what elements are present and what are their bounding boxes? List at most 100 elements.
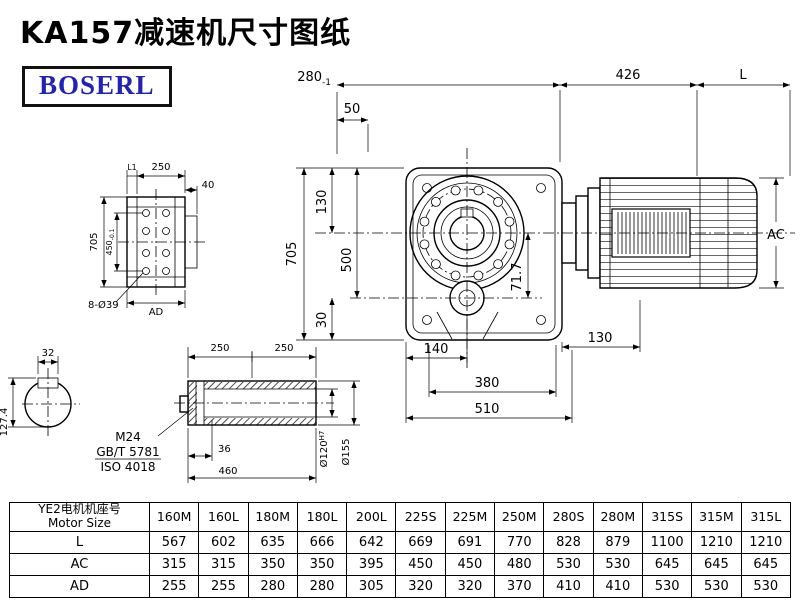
dimension-value-cell: 320 [395, 574, 446, 598]
dimension-value-cell: 530 [641, 574, 693, 598]
dim-shaft-250a: 250 [210, 343, 229, 354]
dimension-value-cell: 645 [740, 552, 792, 576]
dimension-value-cell: 645 [641, 552, 693, 576]
dim-705: 705 [285, 242, 300, 267]
dim-460: 460 [218, 466, 237, 477]
frame-size-cell: 180M [247, 502, 298, 532]
thread-callout: M24 [115, 430, 141, 444]
frame-size-cell: 200L [346, 502, 397, 532]
dim-AD: AD [149, 307, 164, 318]
boserl-logo: BOSERL [22, 66, 172, 107]
technical-drawing: 280-1 426 L 50 705 130 500 30 [0, 68, 795, 483]
dimension-value-cell: 666 [296, 530, 348, 554]
row-label-cell: AC [9, 552, 150, 576]
dim-130-left: 130 [315, 190, 330, 215]
dimension-value-cell: 770 [494, 530, 545, 554]
dim-40: 40 [202, 180, 215, 191]
dimension-value-cell: 280 [296, 574, 348, 598]
row-label-cell: L [9, 530, 150, 554]
standard-gbt: GB/T 5781 [96, 445, 159, 459]
dimension-value-cell: 602 [198, 530, 249, 554]
dimension-value-cell: 635 [247, 530, 298, 554]
dim-36: 36 [218, 444, 231, 455]
dimension-value-cell: 280 [247, 574, 298, 598]
shaft-cross-section: 32 127.4 [0, 348, 80, 437]
dimension-value-cell: 1210 [691, 530, 742, 554]
frame-size-cell: 160M [148, 502, 200, 532]
frame-size-cell: 225S [395, 502, 446, 532]
dim-30: 30 [315, 312, 330, 329]
dim-flange-250: 250 [151, 162, 170, 173]
dimension-value-cell: 255 [198, 574, 249, 598]
dimension-value-cell: 395 [346, 552, 397, 576]
dim-280: 280-1 [297, 70, 331, 88]
dim-shaft-250b: 250 [274, 343, 293, 354]
dimension-value-cell: 315 [198, 552, 249, 576]
dim-bore-120H7: Ø120H7 [318, 431, 330, 468]
dimension-value-cell: 530 [691, 574, 742, 598]
dimension-value-cell: 530 [740, 574, 792, 598]
dimension-value-cell: 450 [444, 552, 496, 576]
dimension-value-cell: 315 [148, 552, 200, 576]
dimension-value-cell: 691 [444, 530, 496, 554]
dimension-value-cell: 350 [296, 552, 348, 576]
dimension-value-cell: 450 [395, 552, 446, 576]
dimension-value-cell: 255 [148, 574, 200, 598]
dim-flange-705: 705 [89, 232, 100, 251]
dimension-value-cell: 410 [592, 574, 643, 598]
dim-50: 50 [344, 102, 361, 117]
frame-size-cell: 225M [444, 502, 496, 532]
dim-AC: AC [767, 228, 785, 243]
flange-side-view: L1 250 40 705 450-0.1 8-Ø39 AD [88, 162, 214, 318]
hollow-shaft-detail: 250 250 M24 GB/T 5781 ISO 4018 36 460 Ø1… [95, 343, 360, 483]
dimension-value-cell: 642 [346, 530, 397, 554]
dimension-value-cell: 669 [395, 530, 446, 554]
dimension-value-cell: 1100 [641, 530, 693, 554]
dim-140: 140 [424, 342, 449, 357]
standard-iso: ISO 4018 [101, 460, 156, 474]
frame-size-cell: 280M [592, 502, 643, 532]
dim-450: 450-0.1 [105, 228, 116, 255]
frame-size-cell: 315M [691, 502, 742, 532]
dimension-value-cell: 410 [543, 574, 594, 598]
dimension-value-cell: 1210 [740, 530, 792, 554]
boserl-logo-text: BOSERL [39, 70, 155, 100]
frame-size-cell: 280S [543, 502, 594, 532]
dimension-value-cell: 320 [444, 574, 496, 598]
frame-size-cell: 315S [641, 502, 693, 532]
dim-8-holes: 8-Ø39 [88, 299, 119, 311]
dim-426: 426 [616, 68, 641, 83]
frame-size-cell: 250M [494, 502, 545, 532]
frame-size-cell: 180L [296, 502, 348, 532]
dimension-value-cell: 530 [543, 552, 594, 576]
dimension-value-cell: 828 [543, 530, 594, 554]
dim-500: 500 [340, 248, 355, 273]
dim-od-155: Ø155 [340, 439, 352, 466]
dimension-value-cell: 530 [592, 552, 643, 576]
dimension-value-cell: 350 [247, 552, 298, 576]
dim-L1: L1 [127, 163, 137, 172]
frame-size-cell: 160L [198, 502, 249, 532]
gearbox-front-view [405, 167, 563, 341]
dim-71-7: 71.7 [510, 263, 525, 292]
dimension-value-cell: 370 [494, 574, 545, 598]
dimension-value-cell: 480 [494, 552, 545, 576]
dimension-value-cell: 645 [691, 552, 742, 576]
dimension-value-cell: 879 [592, 530, 643, 554]
dim-130-right: 130 [588, 331, 613, 346]
dim-127-4: 127.4 [0, 408, 10, 437]
dimension-value-cell: 567 [148, 530, 200, 554]
frame-size-cell: 315L [740, 502, 792, 532]
dim-380: 380 [475, 376, 500, 391]
dim-L: L [739, 68, 747, 83]
page-title: KA157减速机尺寸图纸 [20, 16, 352, 51]
dimension-value-cell: 305 [346, 574, 397, 598]
